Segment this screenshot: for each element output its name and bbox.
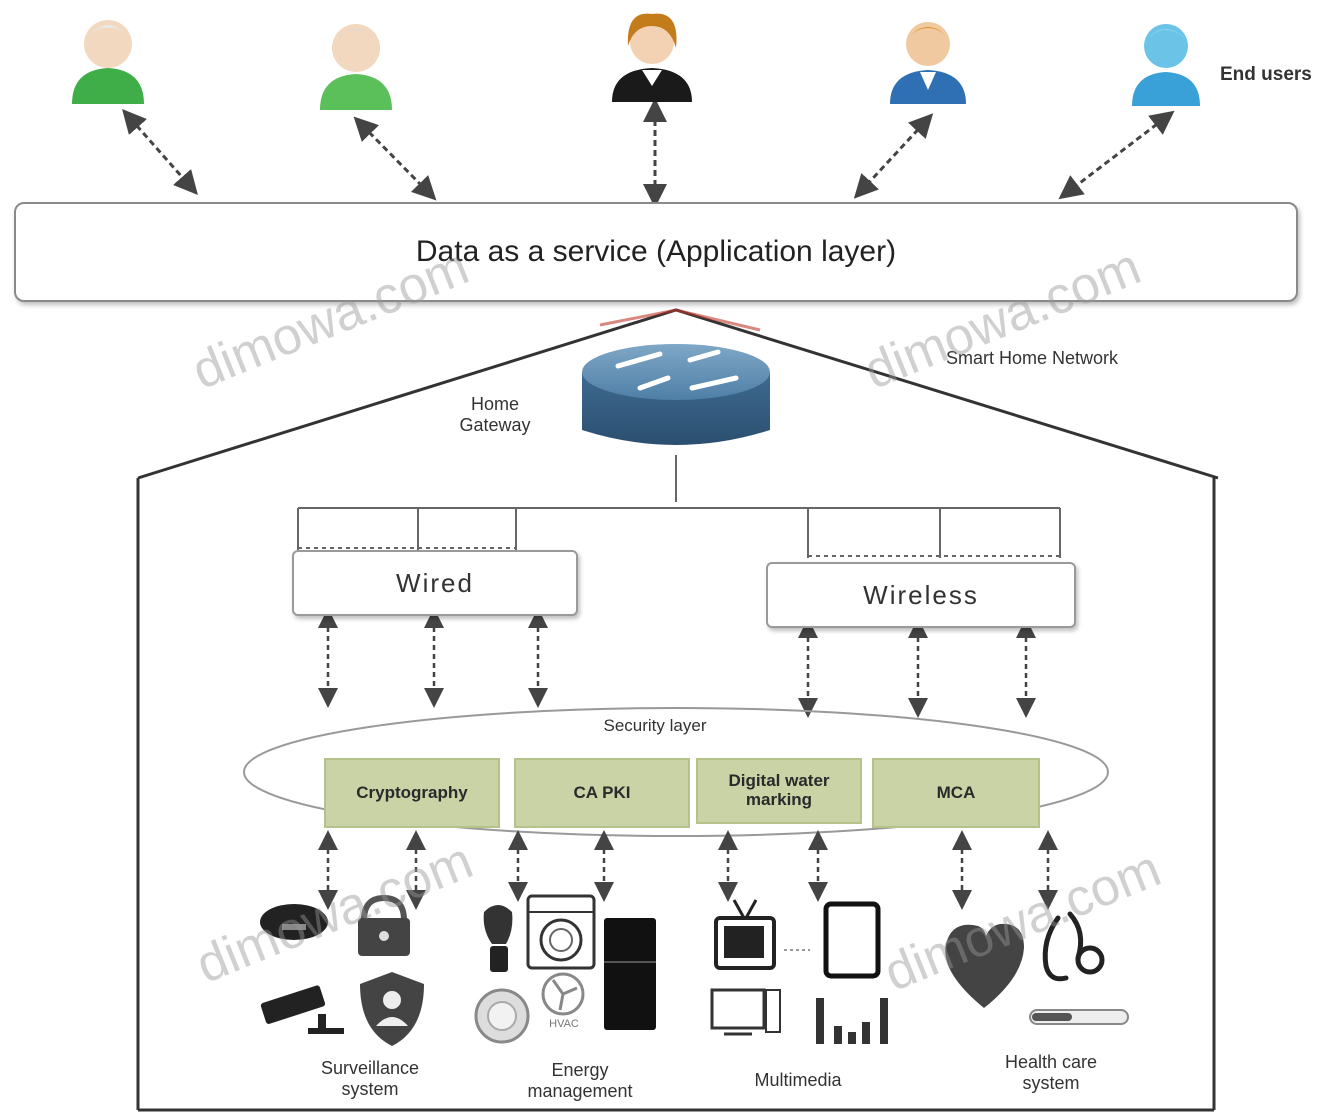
- tv-icon: [714, 899, 776, 970]
- application-layer-title: Data as a service (Application layer): [415, 235, 897, 268]
- end-users-label: End users: [1220, 64, 1312, 85]
- heart-icon: [945, 923, 1024, 1008]
- user-arrows: [122, 98, 1175, 208]
- multimedia-label: Multimedia: [754, 1070, 842, 1090]
- security-box-cryptography: Cryptography: [324, 758, 500, 828]
- security-box-digital-watermarking: Digital water marking: [696, 758, 862, 824]
- thermometer-icon: [1029, 1009, 1129, 1025]
- user-arrow-5: [1058, 110, 1175, 200]
- gateway-links: [297, 455, 1061, 558]
- hvac-label: HVAC: [549, 1018, 579, 1030]
- refrigerator-icon: [604, 918, 656, 1030]
- user-icon-3: [612, 13, 692, 102]
- wireless-box: Wireless: [766, 562, 1076, 628]
- speakers-icon: [816, 998, 888, 1044]
- home-gateway-label: Home Gateway: [459, 394, 531, 435]
- lock-icon: [358, 894, 410, 956]
- energy-management-label: Energy management: [527, 1060, 633, 1101]
- computer-icon: [710, 988, 781, 1036]
- security-layer-label: Security layer: [603, 716, 707, 735]
- tablet-icon: [823, 901, 881, 979]
- application-layer-box: Data as a service (Application layer): [14, 202, 1298, 302]
- device-arrows: [318, 830, 1058, 910]
- user-arrow-2: [353, 116, 437, 201]
- security-box-mca: MCA: [872, 758, 1040, 828]
- washing-machine-icon: [526, 894, 596, 970]
- surveillance-system-label: Surveillance system: [320, 1058, 420, 1099]
- fan-icon: [541, 972, 585, 1016]
- thermostat-icon: [474, 988, 530, 1044]
- wired-label: Wired: [396, 567, 474, 598]
- security-layer-oval: [243, 707, 1109, 837]
- shield-icon: [360, 972, 424, 1046]
- camera-icon: [260, 985, 344, 1034]
- user-icon-4: [890, 22, 966, 104]
- bulb-icon: [483, 905, 513, 972]
- health-care-system-label: Health care system: [1004, 1052, 1098, 1093]
- user-icon-1: [72, 20, 144, 104]
- roof-accent: [599, 308, 761, 332]
- security-box-ca-pki: CA PKI: [514, 758, 690, 828]
- stethoscope-icon: [1042, 911, 1105, 982]
- user-arrow-1: [122, 109, 198, 195]
- smoke-detector-icon: [260, 904, 328, 940]
- wired-box: Wired: [292, 550, 578, 616]
- security-arrows: [318, 608, 1036, 718]
- wireless-label: Wireless: [863, 579, 979, 610]
- user-icon-5: [1132, 24, 1200, 106]
- smart-home-network-label: Smart Home Network: [946, 348, 1119, 368]
- user-icon-2: [320, 24, 392, 110]
- user-arrow-4: [853, 113, 934, 199]
- router-icon: [582, 344, 770, 445]
